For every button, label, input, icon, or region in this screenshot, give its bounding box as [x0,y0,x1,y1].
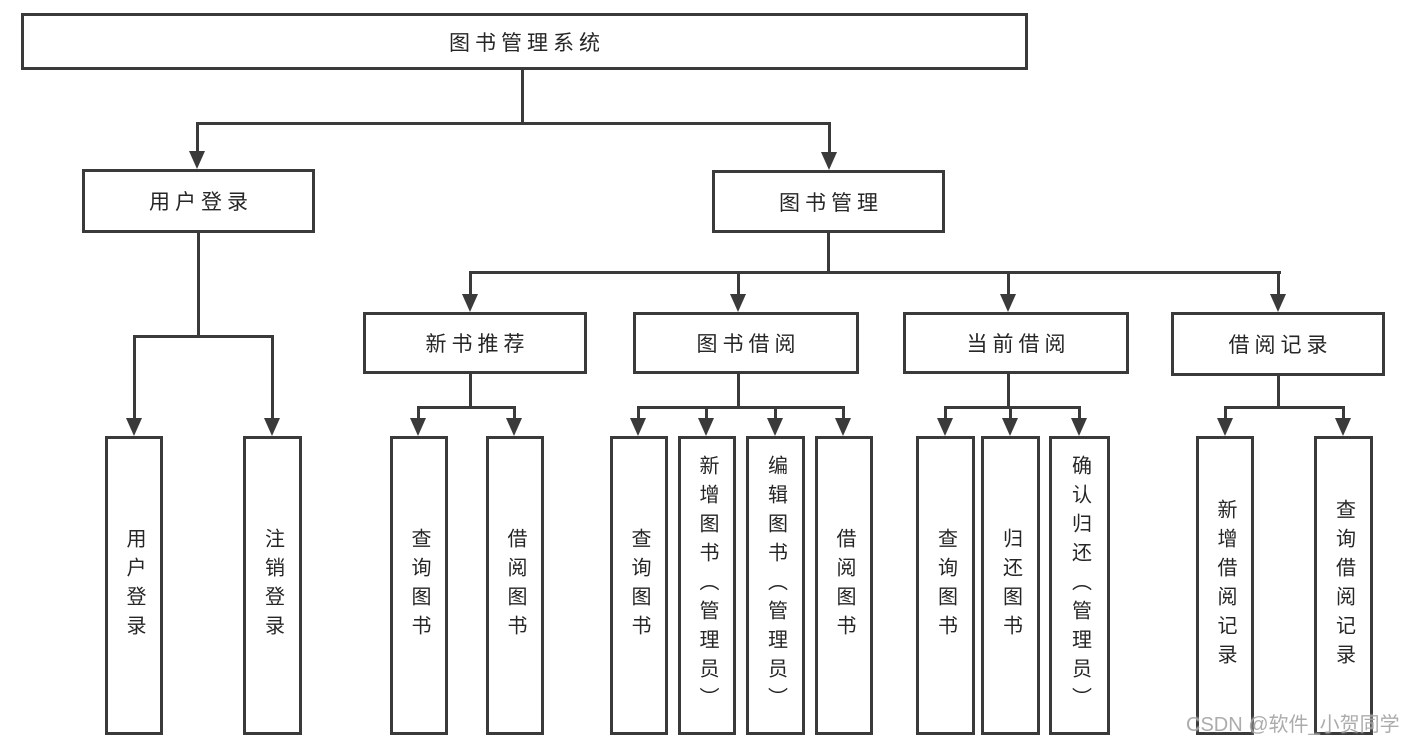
connector-line [1277,271,1280,297]
connector-line [637,406,845,409]
connector-line [1277,376,1280,408]
node-label: 借阅图书 [833,527,855,644]
node-label: 图书管理系统 [449,31,605,55]
connector-line [469,271,1281,274]
leaf-add-borrow-record: 新增借阅记录 [1196,436,1254,735]
node-library-management-system: 图书管理系统 [21,13,1028,70]
connector-line [521,70,524,122]
node-label: 新增图书（管理员） [696,455,718,716]
connector-line [737,271,740,297]
connector-line [842,406,845,420]
node-label: 用户登录 [123,527,145,644]
arrow-down-icon [835,418,851,436]
arrow-down-icon [630,418,646,436]
connector-line [271,335,274,420]
arrow-down-icon [1217,418,1233,436]
leaf-user-login: 用户登录 [105,436,163,735]
leaf-logout: 注销登录 [243,436,302,735]
node-user-login: 用户登录 [82,169,315,233]
connector-line [417,406,420,420]
arrow-down-icon [1335,418,1351,436]
node-label: 查询借阅记录 [1332,498,1355,673]
connector-line [133,335,274,338]
node-label: 查询图书 [628,527,650,644]
connector-line [1007,271,1010,297]
node-label: 新书推荐 [425,333,530,356]
node-label: 用户登录 [149,191,253,214]
connector-line [469,374,472,408]
node-new-book-recommendation: 新书推荐 [363,312,587,374]
node-label: 确认归还（管理员） [1068,455,1091,716]
node-label: 当前借阅 [966,333,1071,356]
node-label: 查询图书 [934,527,957,644]
leaf-add-book-admin: 新增图书（管理员） [678,436,736,735]
leaf-query-books-current: 查询图书 [916,436,975,735]
node-borrowing-records: 借阅记录 [1171,312,1385,376]
connector-line [827,233,830,274]
connector-line [1224,406,1345,409]
connector-line [1342,406,1345,420]
leaf-return-books: 归还图书 [981,436,1040,735]
connector-line [469,271,472,297]
connector-line [513,406,516,420]
arrow-down-icon [506,418,522,436]
arrow-down-icon [821,152,837,170]
connector-line [197,233,200,335]
node-current-borrowing: 当前借阅 [903,312,1129,374]
arrow-down-icon [1002,418,1018,436]
connector-line [637,406,640,420]
node-label: 图书管理 [779,191,883,215]
leaf-query-borrow-record: 查询借阅记录 [1314,436,1373,735]
leaf-borrow-books-recommend: 借阅图书 [486,436,544,735]
csdn-watermark: CSDN @软件_小贺同学 [1186,714,1400,736]
arrow-down-icon [410,418,426,436]
node-label: 图书借阅 [696,333,801,356]
connector-line [1007,374,1010,408]
arrow-down-icon [189,151,205,169]
connector-line [1224,406,1227,420]
node-label: 新增借阅记录 [1214,498,1236,673]
node-label: 注销登录 [261,527,284,644]
leaf-confirm-return-admin: 确认归还（管理员） [1049,436,1110,735]
arrow-down-icon [1270,294,1286,312]
arrow-down-icon [698,418,714,436]
connector-line [705,406,708,420]
leaf-edit-book-admin: 编辑图书（管理员） [746,436,805,735]
connector-line [133,335,136,420]
arrow-down-icon [1000,294,1016,312]
node-label: 归还图书 [999,527,1022,644]
connector-line [828,122,831,154]
arrow-down-icon [937,418,953,436]
connector-line [737,374,740,408]
node-label: 查询图书 [408,527,430,644]
node-book-management: 图书管理 [712,170,945,233]
node-label: 编辑图书（管理员） [764,455,787,716]
connector-line [774,406,777,420]
arrow-down-icon [264,418,280,436]
arrow-down-icon [730,294,746,312]
arrow-down-icon [462,294,478,312]
connector-line [944,406,1081,409]
arrow-down-icon [126,418,142,436]
connector-line [196,122,831,125]
node-label: 借阅记录 [1228,334,1333,357]
arrow-down-icon [767,418,783,436]
leaf-query-books-recommend: 查询图书 [390,436,448,735]
connector-line [1078,406,1081,420]
connector-line [1009,406,1012,420]
arrow-down-icon [1071,418,1087,436]
leaf-query-books-borrowing: 查询图书 [610,436,668,735]
leaf-borrow-books-borrowing: 借阅图书 [815,436,873,735]
node-book-borrowing: 图书借阅 [633,312,859,374]
connector-line [196,122,199,154]
node-label: 借阅图书 [504,527,526,644]
connector-line [944,406,947,420]
connector-line [417,406,516,409]
